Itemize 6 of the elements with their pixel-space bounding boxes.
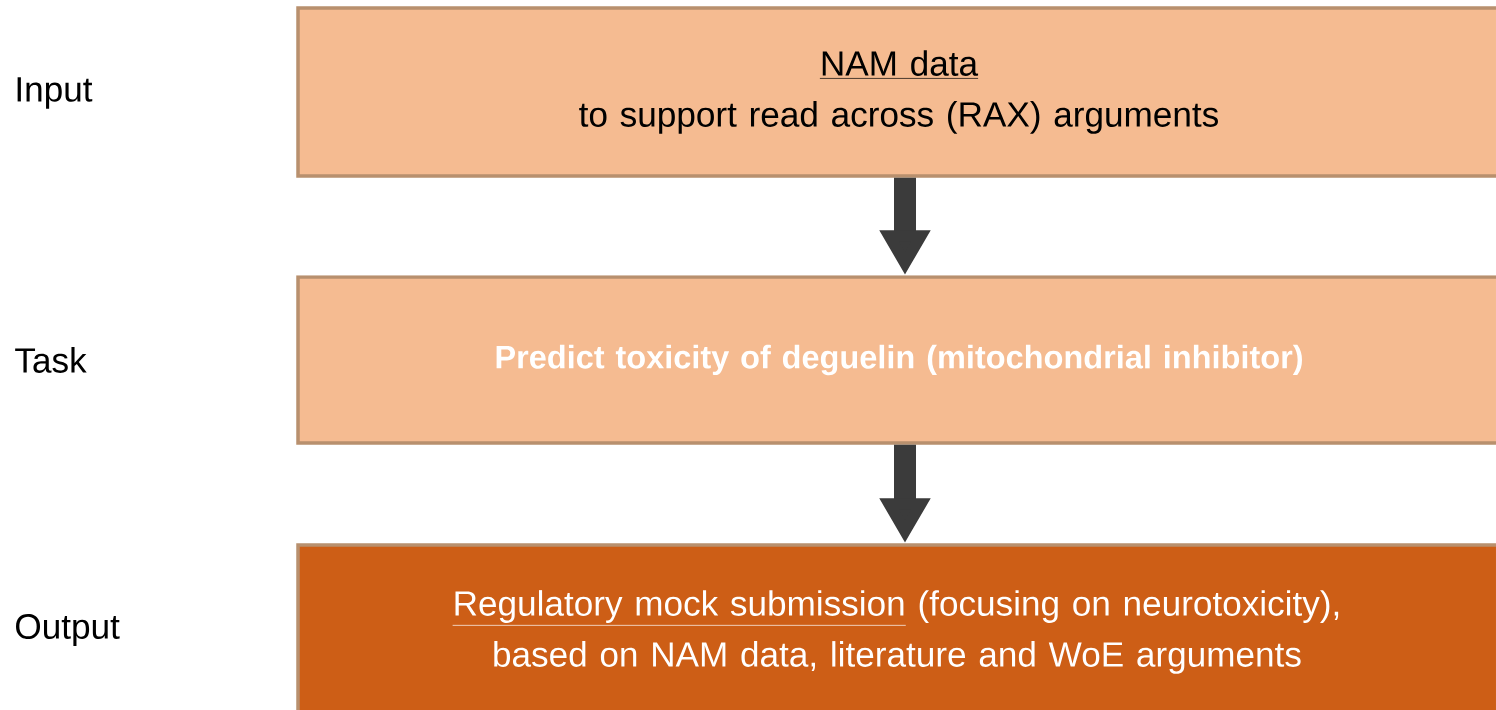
- stage-label: Input: [17, 77, 93, 109]
- stage-label: Output: [16, 614, 120, 646]
- process-box: NAM data to support read across (RAX) arguments: [296, 6, 1496, 178]
- stage-label: Task: [15, 347, 87, 373]
- process-box: Regulatory mock submission (focusing on neurotoxicity), based on NAM data, literature and WoE arguments: [296, 543, 1496, 710]
- process-box: Predict toxicity of deguelin (mitochondrial inhibitor): [296, 275, 1496, 445]
